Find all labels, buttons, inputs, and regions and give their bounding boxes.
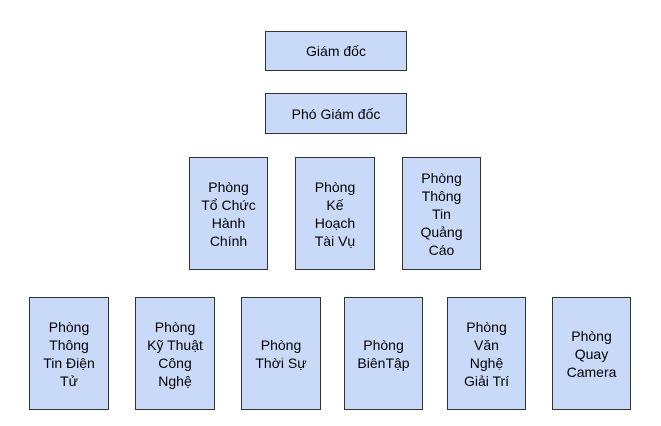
node-camera[interactable]: Phòng Quay Camera <box>552 297 631 410</box>
node-current-affairs[interactable]: Phòng Thời Sự <box>241 297 321 410</box>
node-electronic-information[interactable]: Phòng Thông Tin Điện Tử <box>29 297 109 410</box>
node-editorial-label: Phòng BiênTập <box>357 336 410 371</box>
node-advertising-information-label: Phòng Thông Tin Quảng Cáo <box>420 169 463 258</box>
node-organization-administration-label: Phòng Tổ Chức Hành Chính <box>201 178 256 249</box>
node-technology-engineering[interactable]: Phòng Kỹ Thuật Công Nghệ <box>135 297 215 410</box>
node-deputy-director[interactable]: Phó Giám đốc <box>265 93 407 134</box>
node-advertising-information[interactable]: Phòng Thông Tin Quảng Cáo <box>402 157 481 270</box>
node-planning-finance[interactable]: Phòng Kế Hoạch Tài Vụ <box>295 157 375 270</box>
node-director-label: Giám đốc <box>306 43 366 59</box>
node-organization-administration[interactable]: Phòng Tổ Chức Hành Chính <box>189 157 268 270</box>
node-current-affairs-label: Phòng Thời Sự <box>255 336 307 371</box>
node-camera-label: Phòng Quay Camera <box>566 327 617 380</box>
node-planning-finance-label: Phòng Kế Hoạch Tài Vụ <box>314 178 356 249</box>
node-arts-entertainment-label: Phòng Văn Nghệ Giải Trí <box>463 318 510 389</box>
node-director[interactable]: Giám đốc <box>265 31 407 71</box>
node-technology-engineering-label: Phòng Kỹ Thuật Công Nghệ <box>147 318 203 389</box>
node-editorial[interactable]: Phòng BiênTập <box>344 297 423 410</box>
node-deputy-director-label: Phó Giám đốc <box>291 105 381 122</box>
node-arts-entertainment[interactable]: Phòng Văn Nghệ Giải Trí <box>447 297 526 410</box>
node-electronic-information-label: Phòng Thông Tin Điện Tử <box>43 318 95 389</box>
